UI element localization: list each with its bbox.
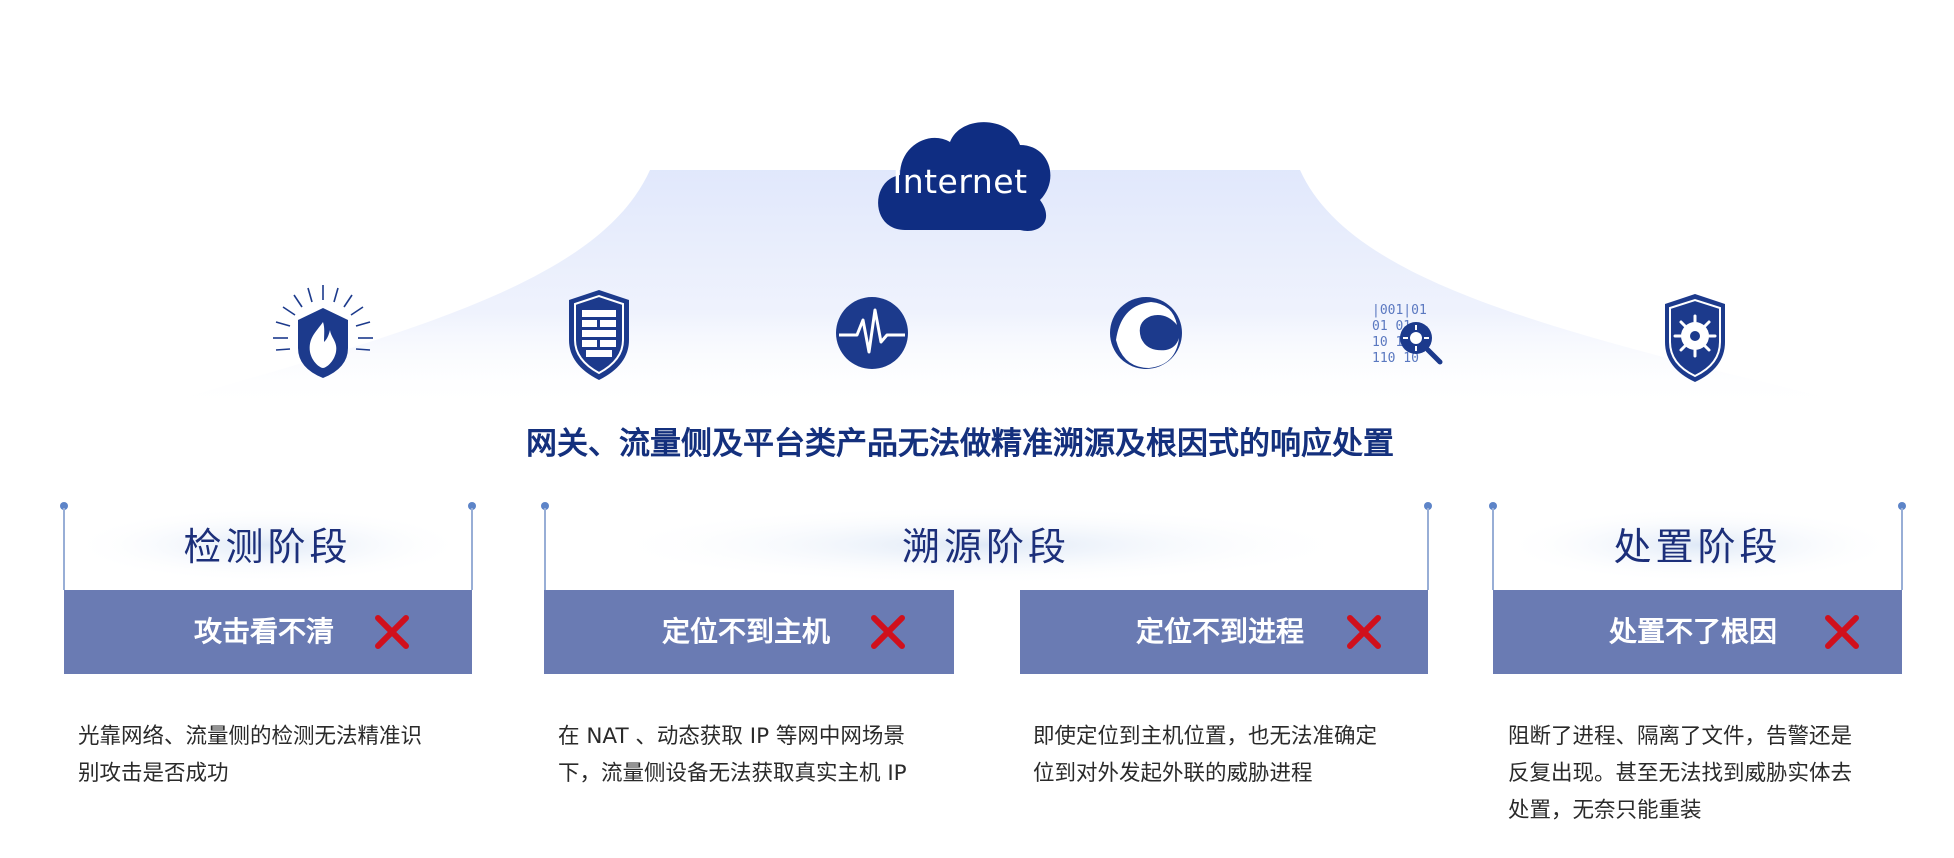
description-line: 反复出现。甚至无法找到威胁实体去 xyxy=(1508,761,1853,786)
stage-marker-dot xyxy=(60,502,68,510)
description-line: 在 NAT 、动态获取 IP 等网中网场景 xyxy=(558,724,905,749)
description-line: 阻断了进程、隔离了文件，告警还是 xyxy=(1508,724,1853,749)
stage-title-detection: 检测阶段 xyxy=(183,525,352,569)
problem-label: 定位不到主机 xyxy=(662,615,831,648)
stage-bracket-line xyxy=(1427,508,1429,590)
binary-virus-search-icon: |001|01 01 01 10 10 110 10 xyxy=(1372,303,1443,366)
stage-marker-dot xyxy=(1424,502,1432,510)
stage-bracket-line xyxy=(1492,508,1494,590)
stage-bracket-line xyxy=(1901,508,1903,590)
stage-bracket-line xyxy=(471,508,473,590)
x-mark-icon xyxy=(1825,615,1859,649)
problem-description: 光靠网络、流量侧的检测无法精准识 别攻击是否成功 xyxy=(78,718,458,792)
stage-marker-dot xyxy=(468,502,476,510)
pulse-monitor-icon xyxy=(836,297,908,369)
x-mark-icon xyxy=(1347,615,1381,649)
problem-description: 在 NAT 、动态获取 IP 等网中网场景 下，流量侧设备无法获取真实主机 IP xyxy=(558,718,958,792)
description-line: 处置，无奈只能重装 xyxy=(1508,798,1702,823)
svg-text:110 10: 110 10 xyxy=(1372,351,1419,366)
cloud-shape xyxy=(878,122,1051,231)
stage-bracket-line xyxy=(63,508,65,590)
problem-label: 攻击看不清 xyxy=(194,615,335,648)
stage-title-response: 处置阶段 xyxy=(1613,525,1782,569)
stage-marker-dot xyxy=(1898,502,1906,510)
main-title: 网关、流量侧及平台类产品无法做精准溯源及根因式的响应处置 xyxy=(526,426,1394,462)
stage-marker-dot xyxy=(541,502,549,510)
stage-marker-dot xyxy=(1489,502,1497,510)
description-line: 位到对外发起外联的威胁进程 xyxy=(1033,761,1313,786)
problem-bar: 攻击看不清 xyxy=(64,590,472,674)
stage-title-tracing: 溯源阶段 xyxy=(901,525,1070,569)
firewall-shield-icon xyxy=(569,290,629,380)
description-line: 下，流量侧设备无法获取真实主机 IP xyxy=(558,761,907,786)
description-line: 即使定位到主机位置，也无法准确定 xyxy=(1033,724,1378,749)
fire-shield-icon xyxy=(273,285,373,378)
problem-bar: 定位不到主机 xyxy=(544,590,954,674)
problem-label: 定位不到进程 xyxy=(1136,615,1305,648)
problem-bar: 处置不了根因 xyxy=(1493,590,1902,674)
internet-label: Internet xyxy=(892,162,1028,201)
problem-description: 即使定位到主机位置，也无法准确定 位到对外发起外联的威胁进程 xyxy=(1033,718,1413,792)
description-line: 别攻击是否成功 xyxy=(78,761,229,786)
cloud-icon xyxy=(878,122,1051,231)
problem-bar: 定位不到进程 xyxy=(1020,590,1428,674)
eagle-logo-icon xyxy=(1110,297,1182,369)
problem-label: 处置不了根因 xyxy=(1609,615,1778,648)
description-line: 光靠网络、流量侧的检测无法精准识 xyxy=(78,724,423,749)
x-mark-icon xyxy=(871,615,905,649)
svg-text:|001|01: |001|01 xyxy=(1372,303,1427,318)
problem-description: 阻断了进程、隔离了文件，告警还是 反复出现。甚至无法找到威胁实体去 处置，无奈只… xyxy=(1508,718,1888,829)
svg-text:01 01: 01 01 xyxy=(1372,319,1411,334)
x-mark-icon xyxy=(375,615,409,649)
virus-shield-icon xyxy=(1665,294,1725,382)
stage-bracket-line xyxy=(544,508,546,590)
